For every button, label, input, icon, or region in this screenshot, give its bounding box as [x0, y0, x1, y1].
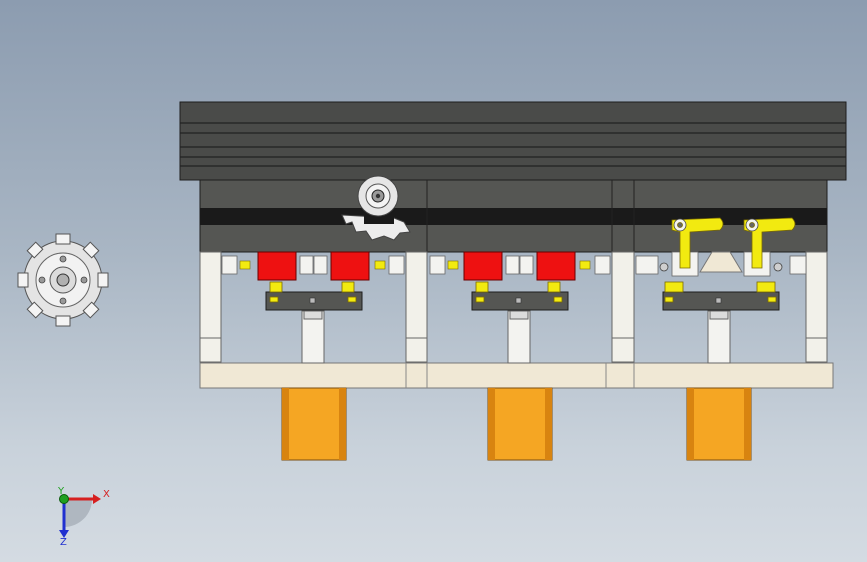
coordinate-triad: X Y Z: [57, 486, 110, 548]
station-3[interactable]: [635, 217, 807, 311]
pedestal-3: [686, 387, 752, 461]
station-2[interactable]: [429, 251, 611, 311]
station-1[interactable]: [221, 251, 405, 311]
posts: [301, 310, 731, 364]
pedestals: [281, 387, 752, 461]
clamp-red-1b: [330, 251, 370, 281]
triad-z-label: Z: [60, 537, 67, 548]
base-plate: [199, 362, 834, 389]
triad-x-label: X: [103, 489, 110, 500]
clamp-red-2a: [463, 251, 503, 281]
fixture-assembly[interactable]: [179, 101, 847, 461]
clamp-red-1a: [257, 251, 297, 281]
clamp-yellow-toggle-1: [671, 217, 724, 269]
cutter-disc-icon: [341, 175, 411, 241]
clamp-red-2b: [536, 251, 576, 281]
support-columns: [199, 251, 828, 363]
body-block: [199, 179, 828, 253]
top-plate: [179, 101, 847, 181]
clamp-yellow-toggle-2: [743, 217, 796, 269]
pedestal-2: [487, 387, 553, 461]
milling-cutter-icon: [17, 233, 109, 327]
triad-y-label: Y: [57, 486, 65, 497]
pedestal-1: [281, 387, 347, 461]
